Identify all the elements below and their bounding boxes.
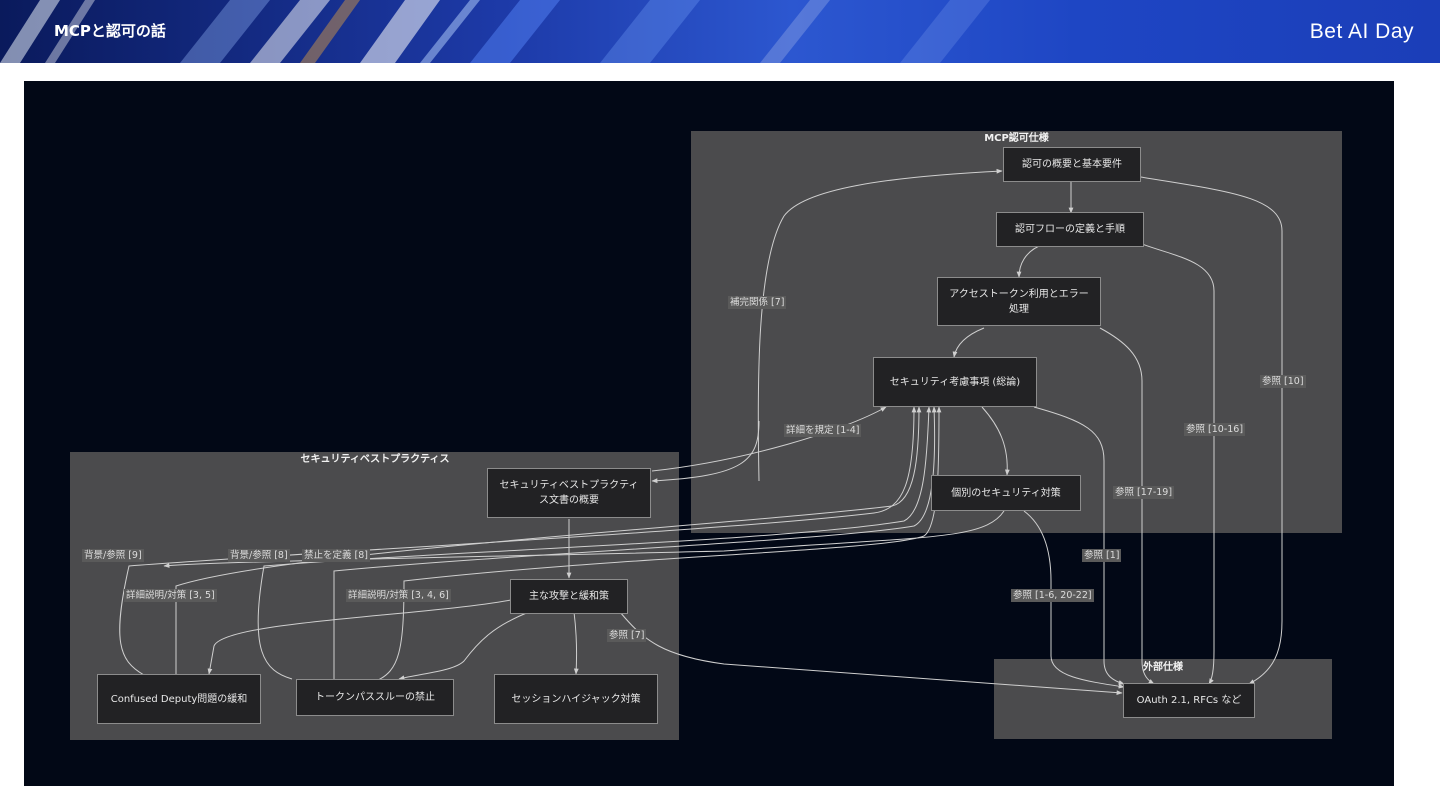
group-external-spec-title: 外部仕様 bbox=[1143, 662, 1183, 673]
edge-detail-spec bbox=[651, 406, 887, 472]
edge-label-ref7: 参照 [7] bbox=[607, 629, 647, 642]
edge-ref7-oauth bbox=[619, 611, 1123, 696]
edge-label-complement: 補完関係 [7] bbox=[728, 296, 787, 309]
edge-complement-to-bp bbox=[651, 420, 760, 484]
group-mcp-spec-title: MCP認可仕様 bbox=[984, 133, 1049, 144]
node-bp-overview: セキュリティベストプラクティス文書の概要 bbox=[487, 468, 651, 518]
edge-attacks-token bbox=[398, 611, 530, 681]
header-title: MCPと認可の話 bbox=[54, 22, 166, 40]
group-mcp-spec: MCP認可仕様 bbox=[691, 131, 1342, 533]
edge-label-ref10: 参照 [10] bbox=[1260, 375, 1306, 388]
edge-label-ref10-16: 参照 [10-16] bbox=[1184, 423, 1246, 436]
edge-ref10 bbox=[1140, 176, 1283, 685]
edge-ref10-16 bbox=[1141, 243, 1215, 685]
node-auth-flow: 認可フローの定義と手順 bbox=[996, 212, 1144, 247]
edge-label-prohibit8: 禁止を定義 [8] bbox=[302, 549, 370, 562]
edge-complement-to-overview bbox=[757, 168, 1003, 482]
node-auth-overview: 認可の概要と基本要件 bbox=[1003, 147, 1141, 182]
diagram-canvas: MCP認可仕様 セキュリティベストプラクティス 外部仕様 bbox=[24, 81, 1394, 786]
node-token-passthrough: トークンパススルーの禁止 bbox=[296, 679, 454, 716]
brand-logo: Bet AI Day bbox=[1309, 20, 1414, 43]
edge-label-detail-spec: 詳細を規定 [1-4] bbox=[784, 424, 862, 437]
node-access-token: アクセストークン利用とエラー処理 bbox=[937, 277, 1101, 326]
edge-bg8 bbox=[257, 406, 932, 680]
edge-label-detail35: 詳細説明/対策 [3, 5] bbox=[124, 589, 217, 602]
edge-flow-token bbox=[1016, 243, 1045, 278]
node-individual-security: 個別のセキュリティ対策 bbox=[931, 475, 1081, 511]
edge-ref17-19 bbox=[1099, 327, 1155, 685]
edge-token-security bbox=[952, 327, 985, 358]
edge-label-ref1: 参照 [1] bbox=[1082, 549, 1122, 562]
node-attacks: 主な攻撃と緩和策 bbox=[510, 579, 628, 614]
edge-label-bg9: 背景/参照 [9] bbox=[82, 549, 144, 562]
edge-attacks-session bbox=[573, 611, 579, 675]
edge-label-detail346: 詳細説明/対策 [3, 4, 6] bbox=[346, 589, 451, 602]
edge-ref1 bbox=[1033, 406, 1125, 685]
edge-detail35 bbox=[175, 406, 922, 681]
node-security-general: セキュリティ考慮事項 (総論) bbox=[873, 357, 1037, 407]
node-session-hijack: セッションハイジャック対策 bbox=[494, 674, 658, 724]
slide-header: MCPと認可の話 Bet AI Day bbox=[0, 0, 1440, 63]
group-security-bp-title: セキュリティベストプラクティス bbox=[300, 454, 450, 465]
node-confused-deputy: Confused Deputy問題の緩和 bbox=[97, 674, 261, 724]
edge-bg9 bbox=[119, 406, 917, 676]
node-oauth: OAuth 2.1, RFCs など bbox=[1123, 683, 1255, 718]
header-streaks-graphic bbox=[0, 0, 990, 63]
edge-security-individual bbox=[981, 406, 1010, 476]
edge-label-ref1-6-20-22: 参照 [1-6, 20-22] bbox=[1011, 589, 1094, 602]
edge-individual-bp bbox=[163, 510, 1005, 568]
edge-label-bg8: 背景/参照 [8] bbox=[228, 549, 290, 562]
edge-ref1-6-20-22 bbox=[1023, 510, 1125, 689]
edge-attacks-confused bbox=[207, 599, 512, 675]
edge-label-ref17-19: 参照 [17-19] bbox=[1113, 486, 1175, 499]
